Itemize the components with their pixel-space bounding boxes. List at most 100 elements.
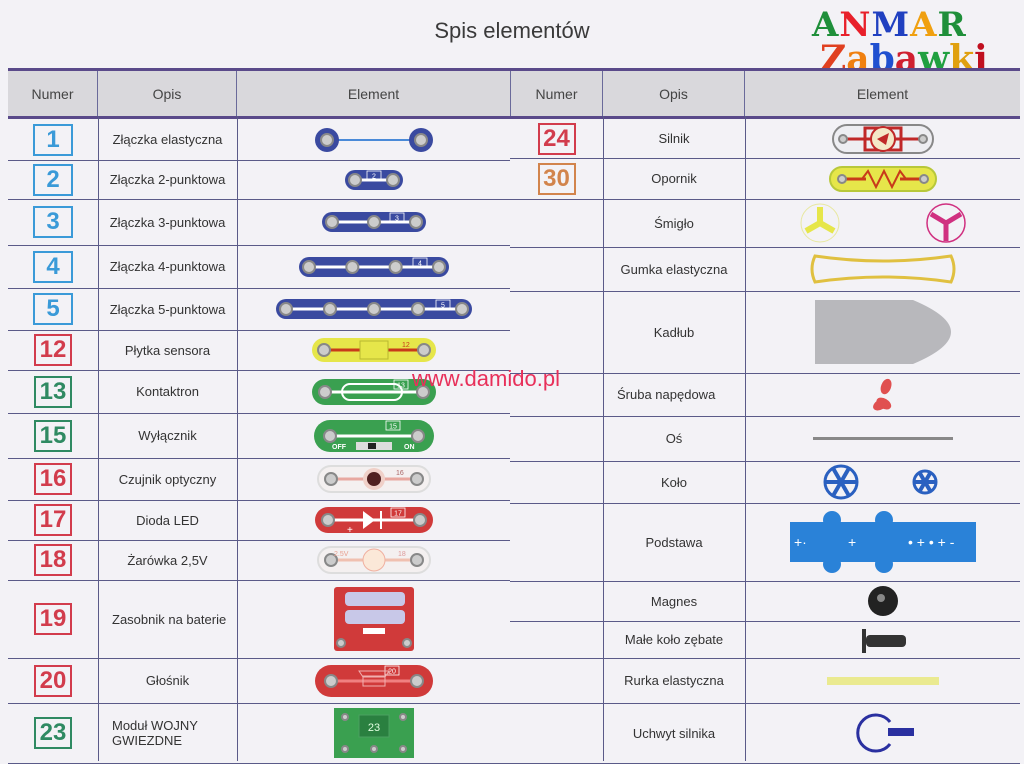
part-description: Złączka elastyczna — [112, 132, 223, 147]
part-description: Magnes — [650, 593, 698, 609]
svg-text:17: 17 — [394, 511, 402, 518]
part-description: Silnik — [658, 131, 690, 146]
part-description: Gumka elastyczna — [620, 261, 728, 277]
part-description: Oś — [665, 431, 683, 446]
part-number-cell: 20 — [8, 658, 98, 703]
svg-text:15: 15 — [389, 423, 397, 430]
part-number-cell — [510, 703, 603, 763]
table-row: Śruba napędowa — [510, 373, 1020, 417]
axle-icon — [745, 416, 1020, 461]
part-number-badge: 24 — [537, 122, 576, 155]
table-row: Podstawa+·+• + • + - — [510, 503, 1020, 582]
table-row: Magnes — [510, 581, 1020, 622]
part-description: Wyłącznik — [138, 428, 197, 443]
svg-text:• + • + -: • + • + - — [908, 534, 955, 550]
svg-text:3: 3 — [395, 216, 399, 223]
part-description: Czujnik optyczny — [118, 471, 217, 487]
rubber-band-icon — [745, 247, 1020, 291]
table-row: Oś — [510, 416, 1020, 462]
part-description: Dioda LED — [136, 512, 199, 528]
part-description: Złączka 3-punktowa — [109, 214, 226, 230]
part-description: Moduł WOJNY GWIEZDNE — [112, 718, 198, 748]
table-row: 16 Czujnik optyczny 16 — [8, 458, 510, 501]
led-icon: 17+ — [237, 500, 510, 540]
star-wars-module-icon: 23 — [237, 703, 510, 763]
motor-icon — [745, 119, 1020, 158]
magnet-icon — [745, 581, 1020, 621]
speaker-icon: 20 — [237, 658, 510, 703]
part-number-badge: 17 — [34, 504, 72, 536]
part-description: Głośnik — [145, 673, 190, 688]
reed-switch-icon: 13 — [237, 370, 510, 413]
part-number-cell: 30 — [510, 158, 603, 199]
part-number-cell: 24 — [510, 119, 603, 158]
table-row: Rurka elastyczna — [510, 658, 1020, 704]
part-number-cell: 3 — [8, 199, 98, 245]
part-number-badge: 18 — [34, 544, 72, 576]
part-number-cell: 2 — [8, 160, 98, 199]
part-number-cell: 17 — [8, 500, 98, 540]
part-description: Małe koło zębate — [624, 632, 724, 647]
part-number-cell: 1 — [8, 119, 98, 160]
svg-text:4: 4 — [418, 260, 422, 267]
part-number-badge: 15 — [34, 419, 72, 452]
part-number-badge: 5 — [33, 293, 73, 325]
part-number-cell: 5 — [8, 288, 98, 330]
part-number-cell: 16 — [8, 458, 98, 500]
table-row: Małe koło zębate — [510, 621, 1020, 659]
snap-4-icon: 4 — [237, 245, 510, 288]
header-numer: Numer — [8, 71, 98, 116]
part-description: Śmigło — [654, 215, 694, 231]
part-number-cell — [510, 658, 603, 703]
battery-holder-icon — [237, 580, 510, 658]
header-element: Element — [347, 85, 400, 102]
part-description: Zasobnik na baterie — [112, 611, 227, 627]
part-description: Płytka sensora — [124, 342, 211, 358]
motor-holder-icon — [745, 703, 1020, 763]
table-row: 17 Dioda LED 17+ — [8, 500, 510, 541]
header-element: Element — [856, 85, 909, 102]
header-opis: Opis — [98, 71, 237, 116]
snap-3-icon: 3 — [237, 199, 510, 245]
table-row: 3 Złączka 3-punktowa 3 — [8, 199, 510, 246]
part-description: Kontaktron — [136, 384, 199, 399]
svg-text:12: 12 — [402, 342, 410, 349]
part-number-cell — [510, 247, 603, 291]
part-number-cell: 18 — [8, 540, 98, 580]
part-description: Koło — [660, 474, 688, 490]
part-number-cell — [510, 503, 603, 581]
part-description: Kadłub — [653, 324, 695, 340]
part-number-badge: 19 — [34, 603, 72, 635]
part-number-cell — [510, 581, 603, 621]
part-description: Złączka 4-punktowa — [109, 259, 226, 274]
column-divider — [98, 116, 99, 761]
small-gear-icon — [745, 621, 1020, 658]
table-row: 13 Kontaktron 13 — [8, 370, 510, 414]
part-number-cell — [510, 461, 603, 503]
part-number-cell — [510, 416, 603, 461]
propeller-icon — [745, 199, 1020, 247]
resistor-icon — [745, 158, 1020, 199]
column-divider — [237, 116, 238, 761]
svg-text:16: 16 — [396, 470, 404, 477]
svg-text:+: + — [848, 534, 856, 550]
svg-text:23: 23 — [367, 722, 379, 734]
part-number-badge: 3 — [33, 206, 73, 238]
table-row: Koło — [510, 461, 1020, 504]
table-row: Śmigło — [510, 199, 1020, 248]
part-number-badge: 13 — [34, 375, 72, 408]
table-row: Gumka elastyczna — [510, 247, 1020, 292]
hull-icon — [745, 291, 1020, 373]
sensor-plate-icon: 12 — [237, 330, 510, 370]
svg-text:13: 13 — [397, 382, 405, 389]
part-number-cell: 15 — [8, 413, 98, 458]
part-number-badge: 20 — [34, 664, 72, 697]
page-title: Spis elementów — [434, 18, 590, 43]
part-number-badge: 23 — [34, 717, 72, 749]
